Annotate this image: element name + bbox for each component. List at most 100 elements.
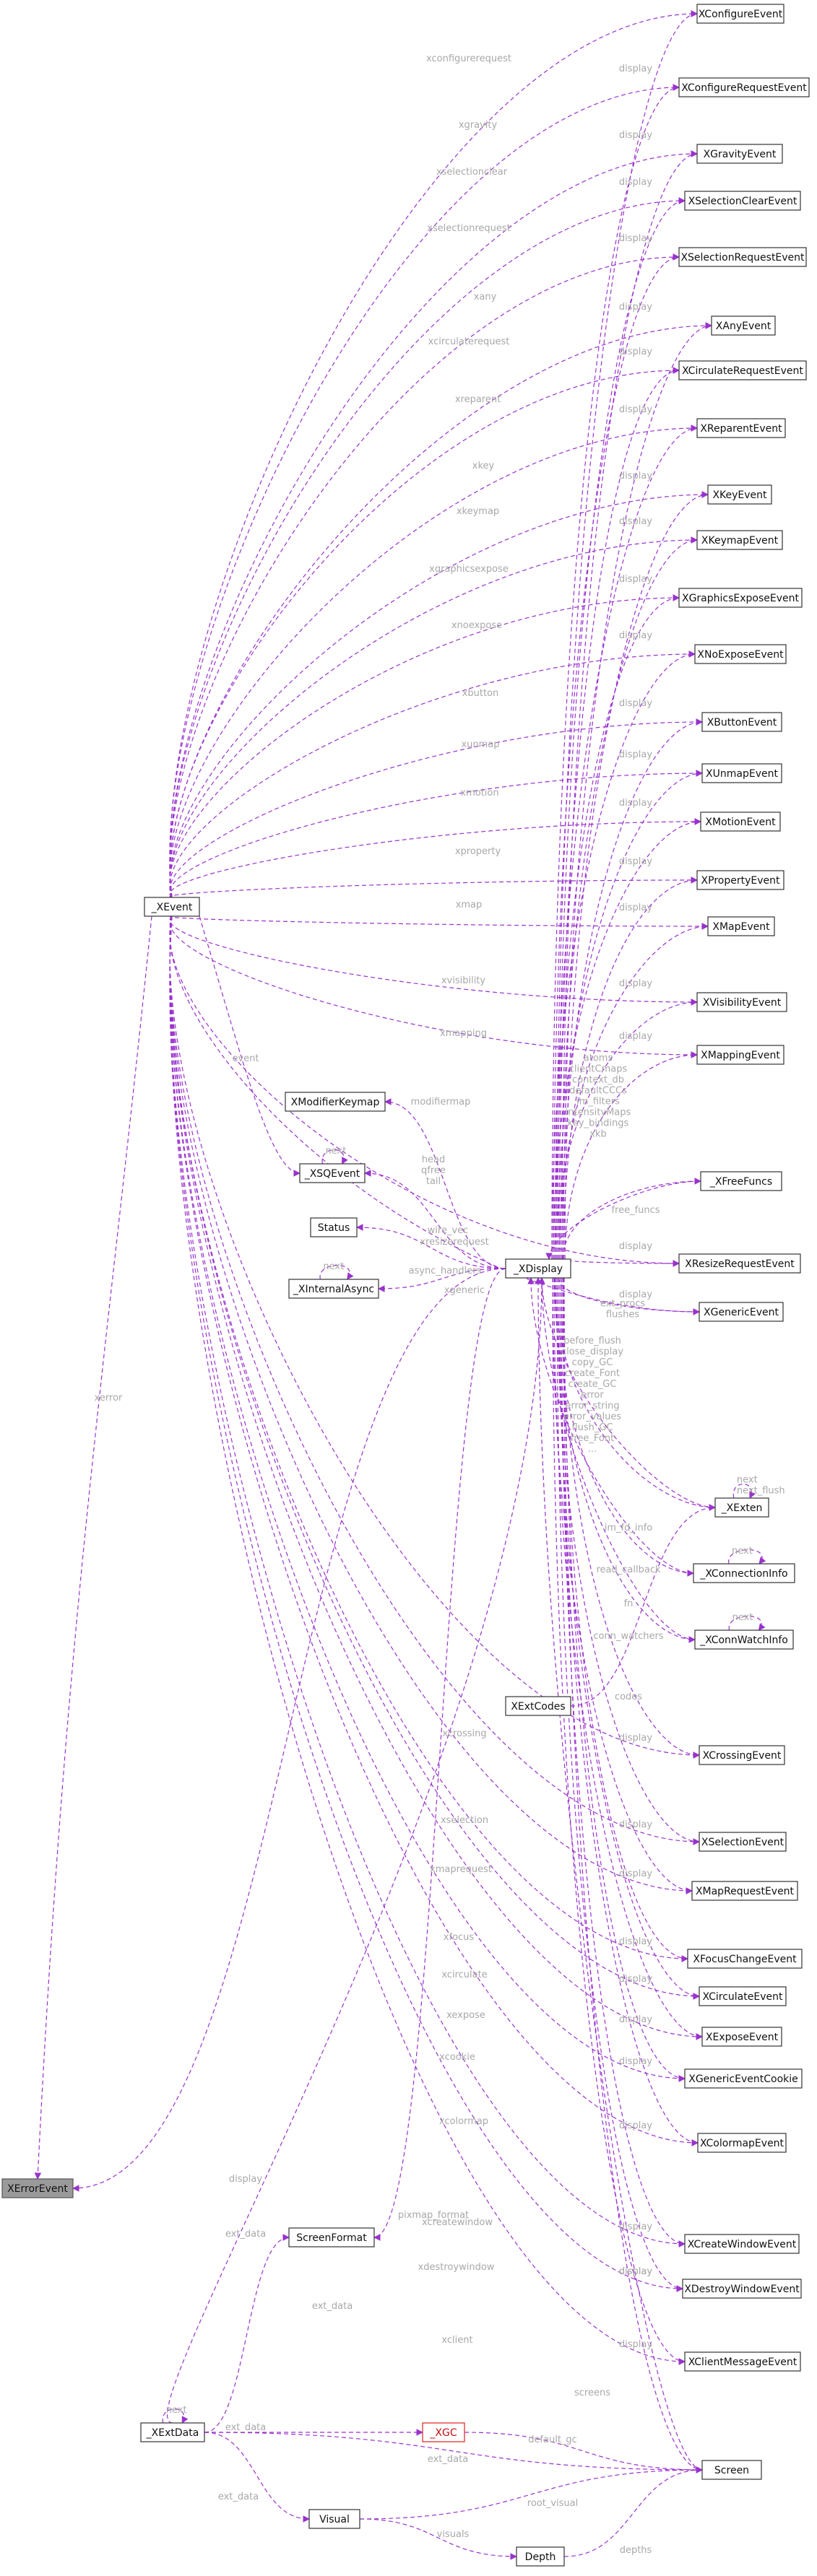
edge-_XDisplay-to-XDestroyWindowEvent [556, 1277, 683, 2292]
node-xcreatewindowevent[interactable]: XCreateWindowEvent [684, 2234, 800, 2254]
node-xextcodes[interactable]: XExtCodes [505, 1696, 571, 1716]
node-xexposeevent[interactable]: XExposeEvent [701, 2027, 782, 2047]
edge-label: xgravity [459, 120, 498, 131]
edge-_XEvent-to-XCrossingEvent [169, 915, 700, 1759]
node-xdestroywindowevent[interactable]: XDestroyWindowEvent [682, 2279, 802, 2299]
node-xmotionevent[interactable]: XMotionEvent [700, 811, 781, 832]
node-label: XNoExposeEvent [697, 649, 784, 661]
node-xkeymapevent[interactable]: XKeymapEvent [696, 530, 783, 550]
node-xcrossingevent[interactable]: XCrossingEvent [699, 1745, 785, 1765]
node-xpropertyevent[interactable]: XPropertyEvent [696, 870, 784, 890]
node-xconnwatchinfo[interactable]: _XConnWatchInfo [694, 1629, 794, 1650]
node-xextdata[interactable]: _XExtData [140, 2422, 205, 2442]
edge-Visual-to-Screen [359, 2466, 703, 2520]
node-label: _XSQEvent [304, 1168, 360, 1180]
edge-label: xmap [456, 900, 483, 910]
edge-label: xbutton [462, 688, 499, 699]
edge-_XEvent-to-XExposeEvent [169, 915, 703, 2040]
edge-label: xconfigurerequest [426, 53, 511, 64]
edge-label: xcirculaterequest [428, 336, 510, 347]
node-xmappingevent[interactable]: XMappingEvent [696, 1045, 784, 1065]
node-visual[interactable]: Visual [308, 2509, 360, 2529]
edge-_XEvent-to-XKeyEvent [169, 491, 709, 898]
node-xmodifierkeymap[interactable]: XModifierKeymap [285, 1092, 386, 1112]
node-xdisplay[interactable]: _XDisplay [505, 1258, 571, 1279]
edge-label: wire_vec [428, 1225, 469, 1236]
node-label: XGenericEvent [704, 1307, 779, 1318]
edge-_XDisplay-to-_XConnWatchInfo [555, 1277, 696, 1643]
edge-label: next [732, 1546, 753, 1557]
node-label: _XDisplay [513, 1263, 563, 1275]
edge-label: root_visual [527, 2498, 578, 2509]
edge-_XEvent-to-XConfigureRequestEvent [169, 84, 680, 898]
node-xfreefuncs[interactable]: _XFreeFuncs [700, 1171, 782, 1191]
node-status[interactable]: Status [310, 1217, 358, 1237]
node-xunmapevent[interactable]: XUnmapEvent [701, 763, 782, 783]
node-label: XMappingEvent [701, 1050, 780, 1061]
node-xanyevent[interactable]: XAnyEvent [711, 316, 776, 336]
node-xgenericevent[interactable]: XGenericEvent [699, 1302, 784, 1322]
node-label: XGravityEvent [704, 149, 777, 160]
node-xconnectioninfo[interactable]: _XConnectionInfo [693, 1563, 795, 1583]
node-xfocuschangeevent[interactable]: XFocusChangeEvent [687, 1949, 803, 1969]
node-label: XVisibilityEvent [703, 997, 782, 1009]
edge-label: event [232, 1053, 259, 1064]
edge-label: display [619, 856, 652, 867]
edge-label: visuals [437, 2529, 470, 2540]
node-screenformat[interactable]: ScreenFormat [288, 2227, 375, 2248]
edge-label: xexpose [446, 2010, 485, 2021]
edge-_XDisplay-to-XAnyEvent [563, 322, 712, 1260]
node-xconfigurerequestevent[interactable]: XConfigureRequestEvent [678, 77, 810, 97]
node-label: XCrossingEvent [703, 1750, 782, 1762]
node-xevent[interactable]: _XEvent [144, 897, 200, 917]
edge-label: display [619, 404, 652, 415]
edge-_XExtData-to-Visual [204, 2432, 310, 2523]
node-xclientmessageevent[interactable]: XClientMessageEvent [684, 2351, 801, 2372]
edge-_XEvent-to-XGraphicsExposeEvent [169, 594, 680, 898]
edge-label: xdestroywindow [418, 2262, 495, 2273]
edge-label: display [619, 1289, 652, 1300]
node-xselectionevent[interactable]: XSelectionEvent [699, 1832, 787, 1852]
edge-_XEvent-to-XGenericEventCookie [169, 915, 686, 2082]
edge-_XDisplay-to-XConfigureEvent [556, 10, 698, 1260]
node-xconfigureevent[interactable]: XConfigureEvent [696, 4, 784, 24]
edge-_XDisplay-to-XSelectionRequestEvent [553, 253, 680, 1260]
node-xsqevent[interactable]: _XSQEvent [299, 1163, 366, 1183]
edge-label: next [323, 1261, 344, 1272]
node-xselectionrequestevent[interactable]: XSelectionRequestEvent [678, 247, 807, 267]
node-xmapevent[interactable]: XMapEvent [707, 916, 775, 936]
edge-_XEvent-to-XUnmapEvent [169, 770, 703, 898]
node-xcirculateevent[interactable]: XCirculateEvent [699, 1986, 787, 2006]
node-xinternalasync[interactable]: _XInternalAsync [288, 1279, 379, 1299]
node-xgenericeventcookie[interactable]: XGenericEventCookie [684, 2068, 803, 2089]
node-xexten[interactable]: _XExten [714, 1497, 769, 1518]
edge-_XEvent-to-XMotionEvent [169, 818, 701, 898]
node-xreparentevent[interactable]: XReparentEvent [696, 418, 786, 438]
node-xresizerequestevent[interactable]: XResizeRequestEvent [678, 1253, 801, 1274]
node-xnoexposeevent[interactable]: XNoExposeEvent [694, 644, 787, 664]
node-label: XGenericEventCookie [688, 2074, 798, 2085]
node-depth[interactable]: Depth [516, 2546, 565, 2567]
node-xvisibilityevent[interactable]: XVisibilityEvent [696, 992, 787, 1012]
node-xerrorevent[interactable]: XErrorEvent [1, 2178, 74, 2198]
node-xgc[interactable]: _XGC [422, 2422, 465, 2442]
edge-_XDisplay-to-_XSQEvent [364, 1170, 506, 1269]
node-xgravityevent[interactable]: XGravityEvent [696, 144, 783, 164]
edge-label: read_callback [596, 1565, 660, 1575]
node-screen[interactable]: Screen [701, 2460, 762, 2480]
edge-_XEvent-to-XMapRequestEvent [169, 915, 693, 1894]
node-label: ScreenFormat [296, 2232, 367, 2244]
node-xgraphicsexposeevent[interactable]: XGraphicsExposeEvent [678, 588, 803, 608]
edge-label: display [619, 1031, 652, 1042]
node-xcolormapevent[interactable]: XColormapEvent [697, 2133, 787, 2153]
node-xselectionclearevent[interactable]: XSelectionClearEvent [684, 191, 801, 211]
node-xcirculaterequestevent[interactable]: XCirculateRequestEvent [678, 360, 807, 380]
edge-label: xmapping [440, 1028, 487, 1039]
node-xbuttonevent[interactable]: XButtonEvent [701, 712, 782, 732]
edge-label: display [619, 233, 652, 244]
node-xkeyevent[interactable]: XKeyEvent [707, 484, 772, 505]
edge-label: xcirculate [441, 1970, 487, 1980]
node-xmaprequestevent[interactable]: XMapRequestEvent [691, 1881, 798, 1901]
edge-label: depths [620, 2545, 652, 2556]
